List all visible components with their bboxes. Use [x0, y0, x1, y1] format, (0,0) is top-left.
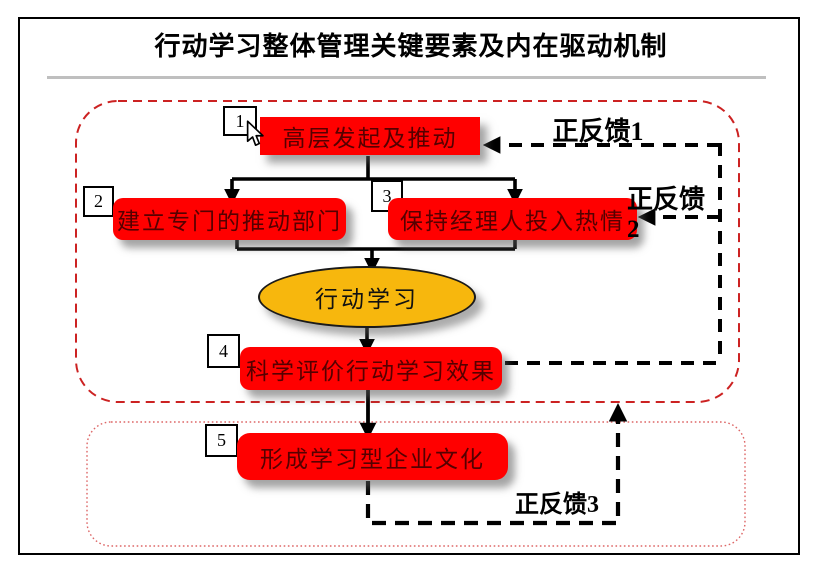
node-action-learning-ellipse: 行动学习: [258, 266, 476, 328]
node-scientific-evaluation: 科学评价行动学习效果: [240, 347, 502, 390]
feedback2-label-line2: 2: [627, 215, 640, 243]
badge-4: 4: [207, 334, 240, 368]
feedback1-label: 正反馈1: [552, 117, 644, 146]
title-divider: [47, 76, 766, 79]
mouse-cursor-icon: [246, 120, 265, 152]
badge-2: 2: [83, 186, 114, 217]
badge-5: 5: [205, 424, 238, 457]
node-dedicated-department: 建立专门的推动部门: [113, 198, 346, 240]
feedback3-label: 正反馈3: [515, 492, 599, 518]
feedback2-label-line1: 正反馈: [627, 185, 706, 214]
node-manager-enthusiasm: 保持经理人投入热情: [388, 198, 637, 240]
node-learning-culture: 形成学习型企业文化: [237, 433, 508, 480]
node-top-initiate: 高层发起及推动: [260, 117, 480, 155]
badge-1: 1: [223, 106, 257, 136]
slide-title: 行动学习整体管理关键要素及内在驱动机制: [154, 31, 668, 61]
feedback2-label: 正反馈 2: [627, 185, 727, 243]
